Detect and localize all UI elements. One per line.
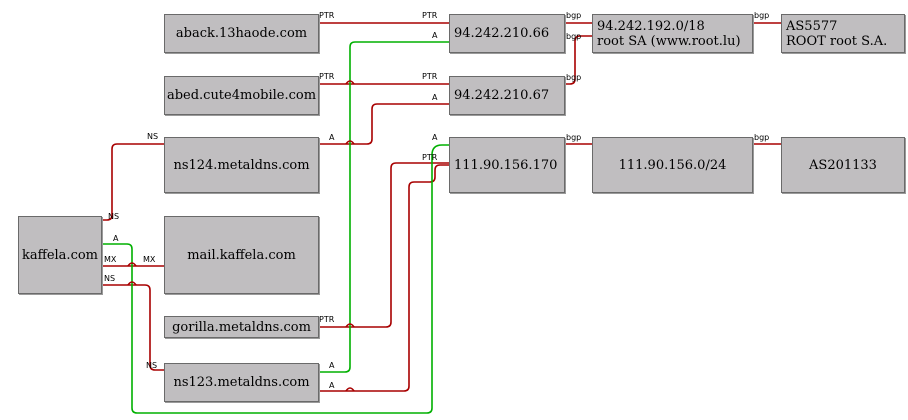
label-ptr-aback-tail: PTR [319,11,335,20]
label-ns-ns124-head: NS [147,132,158,141]
node-net-94-242-192-0[interactable]: 94.242.192.0/18 root SA (www.root.lu) [592,14,753,53]
label-bgp-net111: bgp [754,133,769,142]
label-mx-mail-head: MX [143,255,156,264]
edge-kaffela-ns-ns124 [102,143,164,221]
edge-kaffela-a-ip170 [102,144,449,414]
node-ns124-metaldns[interactable]: ns124.metaldns.com [164,137,319,193]
label-ptr-gorilla-tail: PTR [319,315,335,324]
node-aback-13haode[interactable]: aback.13haode.com [164,14,319,53]
label-ns-kaffela-tail: NS [108,212,119,221]
label-ptr-abed-tail: PTR [319,72,335,81]
label-ptr-aback-head: PTR [422,11,438,20]
label-ptr-ip170-head: PTR [422,153,438,162]
node-ip-111-90-156-170[interactable]: 111.90.156.170 [449,137,565,193]
label-bgp-ip67: bgp [566,73,581,82]
net-root-cidr: 94.242.192.0/18 [597,18,705,34]
as5577-number: AS5577 [786,18,838,34]
edge-ns123-a-ip66 [319,41,449,373]
node-as5577[interactable]: AS5577 ROOT root S.A. [781,14,905,53]
bridge-mark [345,80,355,85]
label-a-ns124-tail: A [329,133,335,142]
node-kaffela[interactable]: kaffela.com [18,216,102,294]
edge-ip67-bgp-netroot [565,35,592,85]
edge-ns123-a-ip170 [319,164,449,392]
node-mail-kaffela[interactable]: mail.kaffela.com [164,216,319,294]
bridge-mark [345,323,355,328]
node-abed-cute4mobile[interactable]: abed.cute4mobile.com [164,76,319,115]
node-as201133[interactable]: AS201133 [781,137,905,193]
label-bgp-ip170: bgp [566,133,581,142]
node-net-111-90-156-0[interactable]: 111.90.156.0/24 [592,137,753,193]
node-gorilla-metaldns[interactable]: gorilla.metaldns.com [164,316,319,338]
node-ip-94-242-210-67[interactable]: 94.242.210.67 [449,76,565,115]
bridge-mark [127,281,137,286]
edge-gorilla-ptr-ip170 [319,162,449,328]
label-a-ip66-head: A [432,31,438,40]
bridge-mark [127,262,137,267]
edge-kaffela-ns-ns123 [102,284,164,371]
bridge-mark [345,387,355,392]
label-mx-kaffela-tail: MX [104,255,117,264]
net-root-owner: root SA (www.root.lu) [597,33,741,49]
label-a-ip170-head: A [432,133,438,142]
as5577-owner: ROOT root S.A. [786,33,888,49]
node-ns123-metaldns[interactable]: ns123.metaldns.com [164,363,319,402]
label-bgp-ip66: bgp [566,11,581,20]
label-a-ip67-head: A [432,93,438,102]
label-ns-kaffela-tail-2: NS [104,274,115,283]
label-a-ns123-tail-2: A [329,381,335,390]
label-a-kaffela-tail: A [113,234,119,243]
bridge-mark [345,140,355,145]
edge-ns124-a-ip67 [319,103,449,145]
node-ip-94-242-210-66[interactable]: 94.242.210.66 [449,14,565,53]
label-bgp-netroot: bgp [754,11,769,20]
label-ns-ns123-head: NS [146,361,157,370]
label-bgp-ip66-second: bgp [566,32,581,41]
label-a-ns123-tail: A [329,361,335,370]
label-ptr-abed-head: PTR [422,72,438,81]
